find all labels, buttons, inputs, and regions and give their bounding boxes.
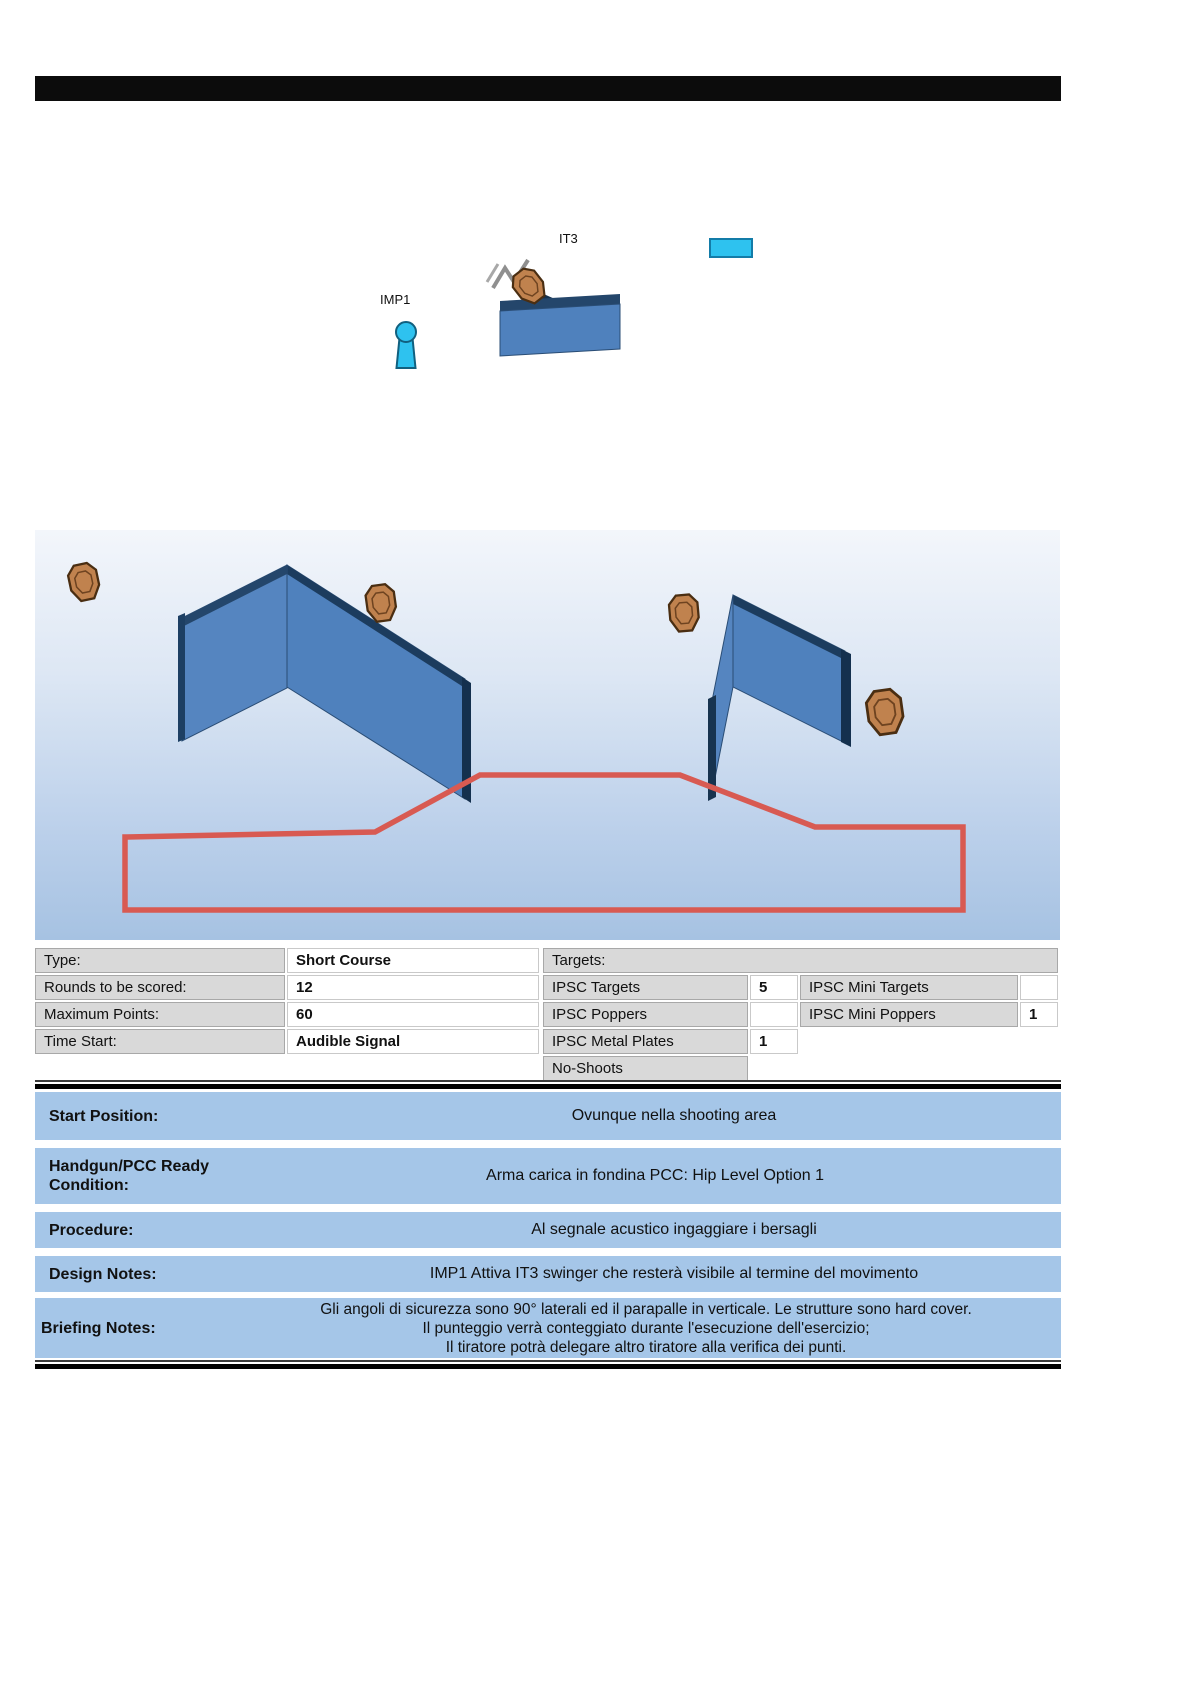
design-notes-label: Design Notes: [49, 1265, 157, 1283]
ipsc-poppers-count [750, 1002, 798, 1027]
start-position-label: Start Position: [49, 1107, 159, 1125]
table-row: Rounds to be scored: 12 IPSC Targets 5 I… [35, 975, 1061, 1000]
briefing-notes-label: Briefing Notes: [41, 1319, 156, 1337]
design-notes-text: IMP1 Attiva IT3 swinger che resterà visi… [429, 1265, 919, 1282]
type-label: Type: [35, 948, 285, 973]
bottom-border [35, 1360, 1061, 1369]
design-notes-row: Design Notes: IMP1 Attiva IT3 swinger ch… [35, 1256, 1061, 1292]
procedure-label: Procedure: [49, 1221, 134, 1239]
shooting-area-diagram [35, 530, 1060, 940]
briefing-notes-row: Briefing Notes: Gli angoli di sicurezza … [35, 1298, 1061, 1358]
shooting-area-svg [65, 560, 966, 913]
metal-plates-label: IPSC Metal Plates [543, 1029, 748, 1054]
ipsc-target-icon [863, 686, 907, 738]
ready-condition-text: Arma carica in fondina PCC: Hip Level Op… [486, 1167, 824, 1184]
ready-condition-row: Handgun/PCC Ready Condition: Arma carica… [35, 1148, 1061, 1204]
metal-plates-count: 1 [750, 1029, 798, 1054]
ipsc-target-icon [667, 592, 701, 634]
empty-cell [287, 1056, 539, 1081]
table-row: Maximum Points: 60 IPSC Poppers IPSC Min… [35, 1002, 1061, 1027]
no-shoots-label: No-Shoots [543, 1056, 748, 1081]
section-divider [35, 1080, 1061, 1089]
ipsc-mini-poppers-label: IPSC Mini Poppers [800, 1002, 1018, 1027]
fault-line-boundary [122, 772, 966, 913]
swinger-target-label: IT3 [559, 231, 578, 246]
max-points-value: 60 [287, 1002, 539, 1027]
imp1-popper-icon [395, 321, 417, 369]
activator-popper-label: IMP1 [380, 292, 411, 307]
max-points-label: Maximum Points: [35, 1002, 285, 1027]
start-position-row: Start Position: Ovunque nella shooting a… [35, 1092, 1061, 1140]
ipsc-mini-targets-count [1020, 975, 1058, 1000]
empty-cell [750, 1056, 1056, 1081]
ipsc-targets-label: IPSC Targets [543, 975, 748, 1000]
ipsc-targets-count: 5 [750, 975, 798, 1000]
empty-cell [800, 1029, 1058, 1054]
header-bar [35, 76, 1061, 101]
type-value: Short Course [287, 948, 539, 973]
it3-marker [709, 238, 753, 258]
swinger-wall [499, 294, 621, 357]
ready-condition-label: Handgun/PCC Ready Condition: [49, 1158, 210, 1194]
briefing-line: Il punteggio verrà conteggiato durante l… [422, 1319, 870, 1337]
table-row: No-Shoots [35, 1056, 1061, 1081]
time-start-value: Audible Signal [287, 1029, 539, 1054]
table-row: Type: Short Course Targets: [35, 948, 1061, 973]
briefing-notes-text: Gli angoli di sicurezza sono 90° lateral… [231, 1298, 1061, 1358]
rounds-label: Rounds to be scored: [35, 975, 285, 1000]
briefing-line: Gli angoli di sicurezza sono 90° lateral… [320, 1300, 972, 1318]
ipsc-mini-targets-label: IPSC Mini Targets [800, 975, 1018, 1000]
ipsc-target-icon [363, 582, 399, 624]
ipsc-mini-poppers-count: 1 [1020, 1002, 1058, 1027]
table-row: Time Start: Audible Signal IPSC Metal Pl… [35, 1029, 1061, 1054]
time-start-label: Time Start: [35, 1029, 285, 1054]
briefing-line: Il tiratore potrà delegare altro tirator… [445, 1338, 847, 1356]
left-wall-structure [178, 564, 471, 803]
right-wall-structure [708, 594, 851, 801]
ipsc-target-icon [65, 560, 103, 604]
ipsc-poppers-label: IPSC Poppers [543, 1002, 748, 1027]
stage-info-table: Type: Short Course Targets: Rounds to be… [35, 948, 1061, 1083]
targets-header: Targets: [543, 948, 1058, 973]
procedure-row: Procedure: Al segnale acustico ingaggiar… [35, 1212, 1061, 1248]
start-position-text: Ovunque nella shooting area [571, 1107, 777, 1124]
empty-cell [35, 1056, 285, 1081]
swinger-diagram [395, 238, 753, 369]
rounds-value: 12 [287, 975, 539, 1000]
procedure-text: Al segnale acustico ingaggiare i bersagl… [531, 1221, 817, 1238]
